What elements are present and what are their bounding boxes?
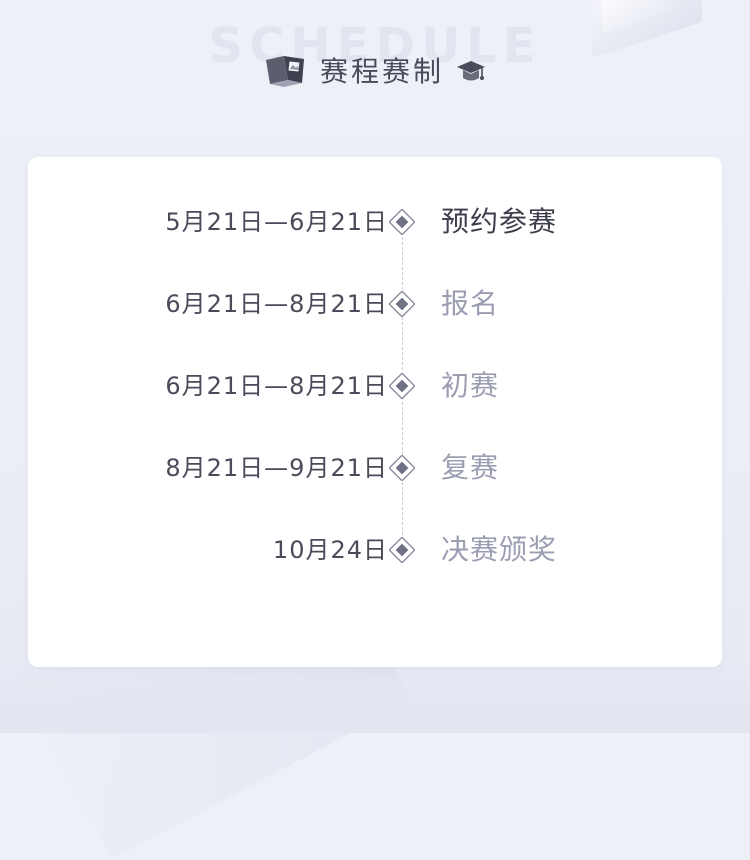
schedule-date: 5月21日—6月21日: [165, 208, 388, 236]
schedule-date: 6月21日—8月21日: [165, 290, 388, 318]
section-title: 赛程赛制: [319, 55, 444, 88]
title-row: 赛程赛制: [0, 48, 750, 92]
schedule-date: 10月24日: [272, 536, 388, 564]
diamond-marker-icon: [388, 290, 416, 318]
schedule-stage: 初赛: [441, 369, 500, 402]
background-floor-decoration: [0, 663, 750, 733]
schedule-card: [28, 157, 722, 667]
diamond-marker-icon: [388, 454, 416, 482]
schedule-date: 6月21日—8月21日: [165, 372, 388, 400]
diamond-marker-icon: [388, 208, 416, 236]
schedule-stage: 预约参赛: [441, 205, 558, 238]
graduation-cap-icon: [454, 53, 488, 87]
section-header: SCHEDULE 赛程赛制: [0, 0, 750, 110]
schedule-row: 6月21日—8月21日 报名: [28, 284, 722, 324]
schedule-stage: 复赛: [441, 451, 500, 484]
schedule-row: 5月21日—6月21日 预约参赛: [28, 202, 722, 242]
schedule-stage: 报名: [441, 287, 500, 320]
schedule-row: 10月24日 决赛颁奖: [28, 530, 722, 570]
diamond-marker-icon: [388, 372, 416, 400]
header-watermark: SCHEDULE: [208, 18, 542, 74]
diamond-marker-icon: [388, 536, 416, 564]
photo-book-icon: [262, 50, 310, 90]
schedule-row: 8月21日—9月21日 复赛: [28, 448, 722, 488]
schedule-stage: 决赛颁奖: [441, 533, 558, 566]
schedule-row: 6月21日—8月21日 初赛: [28, 366, 722, 406]
schedule-date: 8月21日—9月21日: [165, 454, 388, 482]
